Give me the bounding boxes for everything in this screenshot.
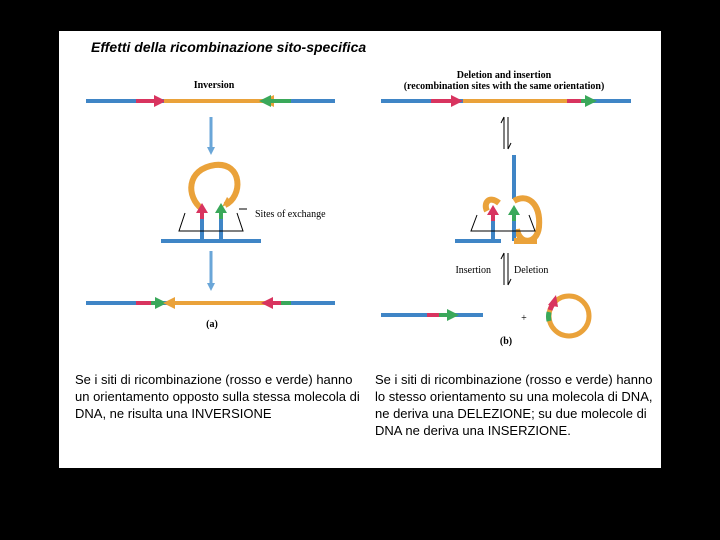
panel-b-equilibrium-arrows-2 — [500, 252, 512, 286]
panel-b-heading-line2: (recombination sites with the same orien… — [404, 81, 605, 92]
deletion-label: Deletion — [514, 265, 548, 276]
panel-b-dna-top — [381, 95, 631, 107]
recombination-diagram: Inversion Sites of excha — [86, 70, 631, 347]
caption-deletion-insertion: Se i siti di ricombinazione (rosso e ver… — [375, 372, 653, 438]
panel-a-heading: Inversion — [194, 80, 235, 91]
panel-b-equilibrium-arrows-1 — [500, 116, 512, 150]
panel-a-dna-bottom — [86, 297, 335, 309]
sites-of-exchange-label: Sites of exchange — [255, 209, 326, 220]
panel-b-dna-bottom — [381, 309, 483, 321]
plus-sign: + — [521, 313, 527, 324]
panel-a-dna-top — [86, 95, 335, 107]
insertion-label: Insertion — [455, 265, 491, 276]
slide: Effetti della ricombinazione sito-specif… — [59, 31, 661, 468]
panel-a-loop — [161, 161, 261, 243]
panel-b-heading-line1: Deletion and insertion — [457, 70, 552, 81]
page-title: Effetti della ricombinazione sito-specif… — [91, 39, 367, 55]
panel-a-letter: (a) — [206, 319, 218, 330]
panel-b-intermediate — [455, 155, 543, 244]
panel-b-letter: (b) — [500, 336, 512, 347]
caption-inversion: Se i siti di ricombinazione (rosso e ver… — [75, 372, 360, 421]
excised-circle — [545, 293, 592, 339]
